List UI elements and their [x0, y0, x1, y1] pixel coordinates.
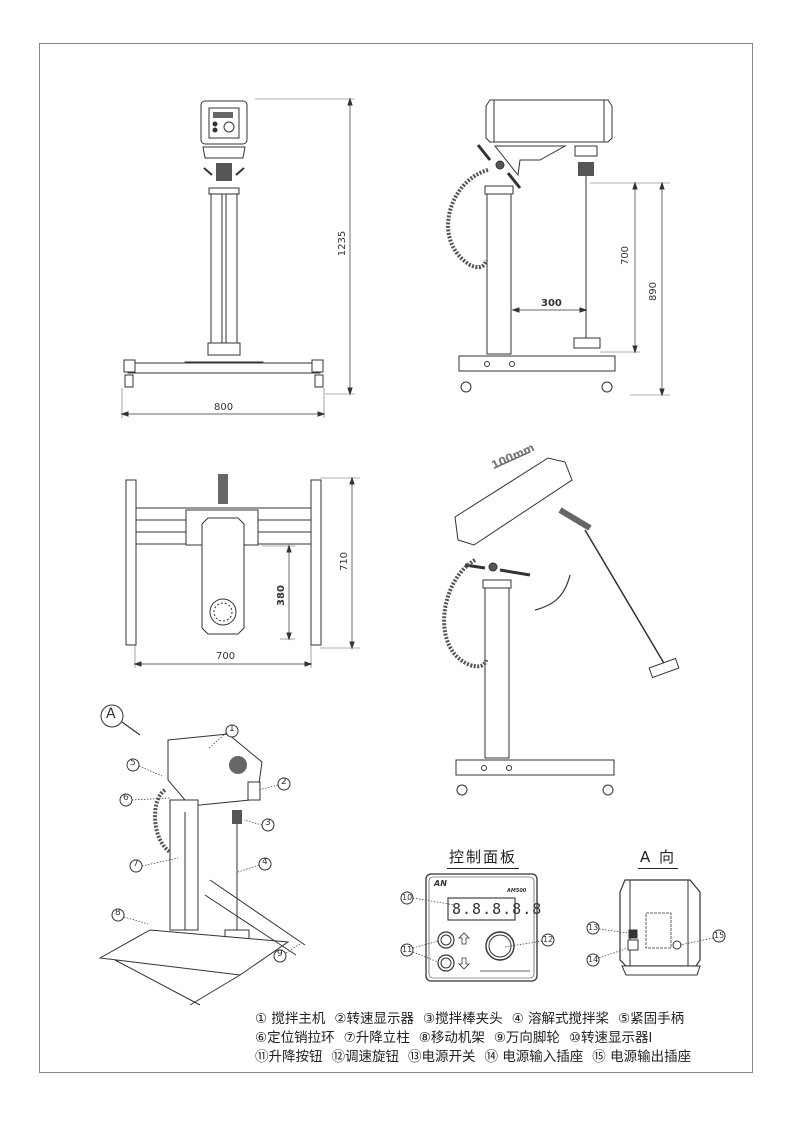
legend-item: ⑮ 电源输出插座: [592, 1049, 692, 1065]
callout-3: 3: [265, 818, 271, 828]
control-panel-title: 控制面板: [447, 846, 520, 869]
callout-8: 8: [115, 908, 121, 918]
legend-item: ⑫调速旋钮: [331, 1049, 400, 1065]
tilt-view: [442, 451, 680, 796]
front-view: [120, 97, 355, 418]
legend-item: ⑩转速显示器l: [568, 1030, 653, 1046]
callout-1: 1: [229, 724, 235, 734]
rear-view-title: A 向: [638, 846, 679, 869]
side-view: [446, 99, 670, 397]
panel-model: AM500: [507, 888, 527, 894]
top-view: [125, 474, 360, 668]
panel-display: 8.8.8.8.8: [452, 900, 543, 918]
legend-item: ⑤紧固手柄: [618, 1011, 685, 1027]
top-offset-dim: 380: [275, 585, 287, 606]
legend-item: ⑦升降立柱: [343, 1030, 410, 1046]
side-offset-dim: 300: [541, 298, 562, 309]
iso-callouts: [111, 724, 301, 963]
legend-item: ②转速显示器: [334, 1011, 415, 1027]
iso-view: [98, 704, 306, 1006]
legend-row-1: ① 搅拌主机 ②转速显示器 ③搅拌棒夹头 ④ 溶解式搅拌桨 ⑤紧固手柄: [255, 1010, 755, 1029]
legend-item: ③搅拌棒夹头: [423, 1011, 503, 1027]
panel-brand: AN: [434, 879, 447, 888]
front-width-dim: 800: [214, 402, 234, 413]
legend-item: ④ 溶解式搅拌桨: [511, 1011, 610, 1027]
callout-7: 7: [133, 859, 139, 869]
callout-14: 14: [588, 955, 599, 964]
front-height-dim: 1235: [337, 230, 349, 257]
top-depth-dim: 710: [339, 551, 351, 572]
callout-4: 4: [262, 857, 268, 867]
callout-10: 10: [402, 893, 413, 902]
top-width-dim: 700: [216, 651, 236, 662]
legend-item: ⑪升降按钮: [255, 1049, 323, 1065]
legend-row-3: ⑪升降按钮 ⑫调速旋钮 ⑬电源开关 ⑭ 电源输入插座 ⑮ 电源输出插座: [255, 1048, 755, 1067]
side-total-dim: 890: [648, 281, 660, 302]
side-shaft-dim: 700: [620, 245, 632, 266]
legend-item: ⑥定位销拉环: [255, 1030, 335, 1046]
control-panel-drawing: [400, 873, 555, 982]
callout-15: 15: [714, 931, 725, 940]
legend-item: ① 搅拌主机: [255, 1011, 326, 1027]
callout-2: 2: [281, 777, 287, 787]
callout-12: 12: [543, 935, 554, 944]
rear-view-drawing: [586, 879, 726, 976]
parts-legend: ① 搅拌主机 ②转速显示器 ③搅拌棒夹头 ④ 溶解式搅拌桨 ⑤紧固手柄 ⑥定位销拉环 ⑦升…: [255, 1010, 755, 1067]
legend-item: ⑧移动机架: [418, 1030, 485, 1046]
drawing-frame: [39, 43, 753, 1073]
callout-11: 11: [402, 945, 413, 954]
view-marker-a: A: [106, 706, 116, 722]
callout-9: 9: [277, 949, 283, 959]
legend-item: ⑨万向脚轮: [493, 1030, 560, 1046]
callout-6: 6: [123, 793, 129, 803]
callout-13: 13: [588, 923, 599, 932]
callout-5: 5: [130, 758, 136, 768]
legend-row-2: ⑥定位销拉环 ⑦升降立柱 ⑧移动机架 ⑨万向脚轮 ⑩转速显示器l: [255, 1029, 755, 1048]
legend-item: ⑬电源开关: [408, 1049, 476, 1065]
legend-item: ⑭ 电源输入插座: [484, 1049, 584, 1065]
